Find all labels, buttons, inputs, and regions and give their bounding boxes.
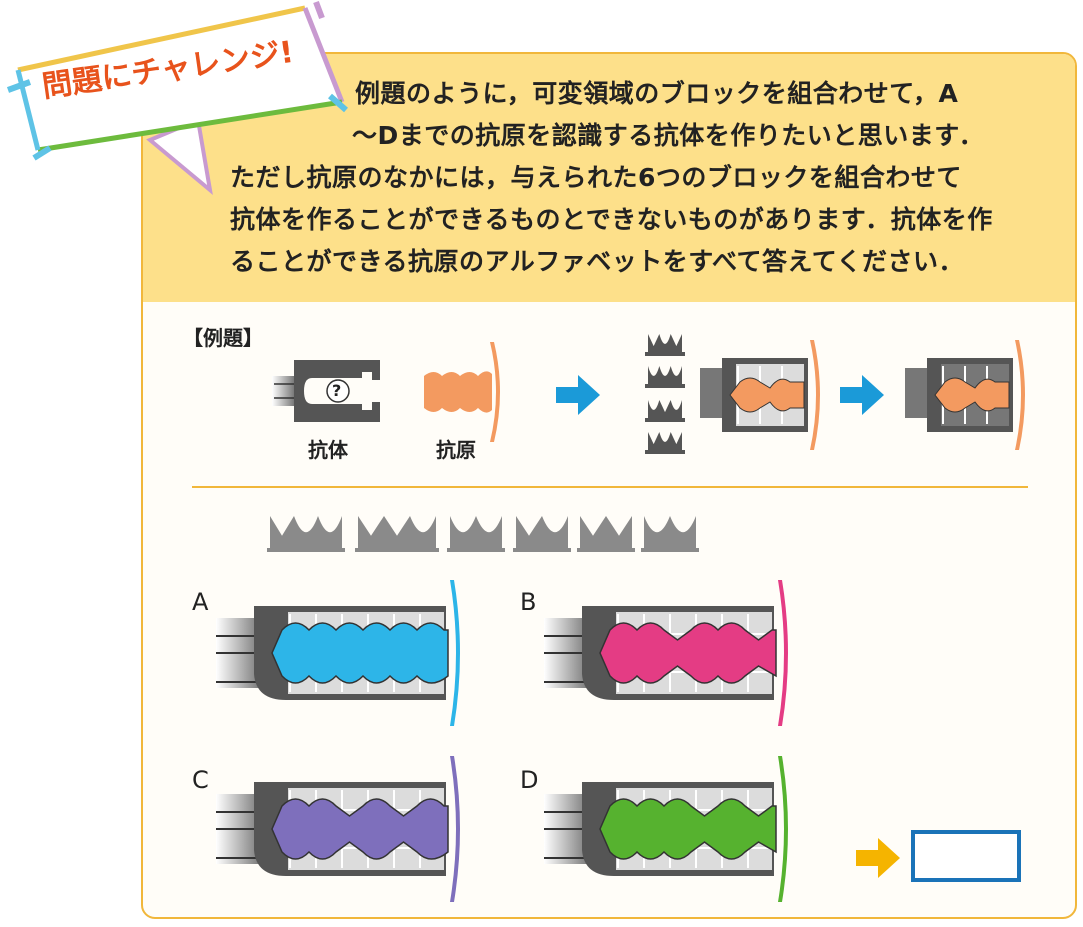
antigen-shape [599,622,777,684]
example-title: 【例題】 [183,326,263,350]
antigen-label: 抗原 [436,438,476,462]
option-label-d: D [520,766,539,794]
challenge-badge [6,0,348,196]
antigen-shape [599,798,777,860]
option-d-diagram [544,756,788,902]
antibody-label: 抗体 [308,438,348,462]
option-label-b: B [520,588,537,616]
example-antigen [424,342,500,442]
example-block-4 [645,432,685,454]
antigen-shape [271,622,449,684]
section-divider [192,486,1028,488]
antigen-edge [778,756,788,902]
option-label-c: C [192,766,209,794]
option-c-diagram [216,756,460,902]
example-antibody [272,360,380,422]
option-b-diagram [544,580,788,726]
answer-input-box[interactable] [911,830,1021,882]
example-block-2 [645,366,685,388]
question-line-2: ～Dまでの抗原を認識する抗体を作りたいと思います． [352,121,985,150]
given-block-6 [641,516,699,552]
arrow-right-icon [840,375,884,415]
example-assembly [700,340,820,450]
antigen-shape [271,798,449,860]
question-line-5: ることができる抗原のアルファベットをすべて答えてください． [230,247,965,276]
given-block-4 [513,516,571,552]
given-block-1 [267,516,345,552]
option-label-a: A [192,588,209,616]
example-block-3 [645,400,685,422]
given-block-2 [355,516,439,552]
antigen-edge [450,756,460,902]
given-block-3 [447,516,505,552]
given-block-5 [577,516,635,552]
question-line-3: ただし抗原のなかには，与えられた6つのブロックを組合わせて [230,163,962,192]
answer-arrow-icon [856,838,900,878]
question-line-4: 抗体を作ることができるものとできないものがあります．抗体を作 [230,205,993,234]
arrow-right-icon [556,375,600,415]
example-block-1 [645,334,685,356]
antigen-edge [450,580,460,726]
antigen-edge [778,580,788,726]
option-a-diagram [216,580,460,726]
example-qmark: ? [332,381,342,400]
example-complete-antibody [905,340,1025,450]
question-line-1: 例題のように，可変領域のブロックを組合わせて，A [355,79,959,108]
given-blocks-row [267,516,699,552]
example-block-stack [645,334,685,454]
